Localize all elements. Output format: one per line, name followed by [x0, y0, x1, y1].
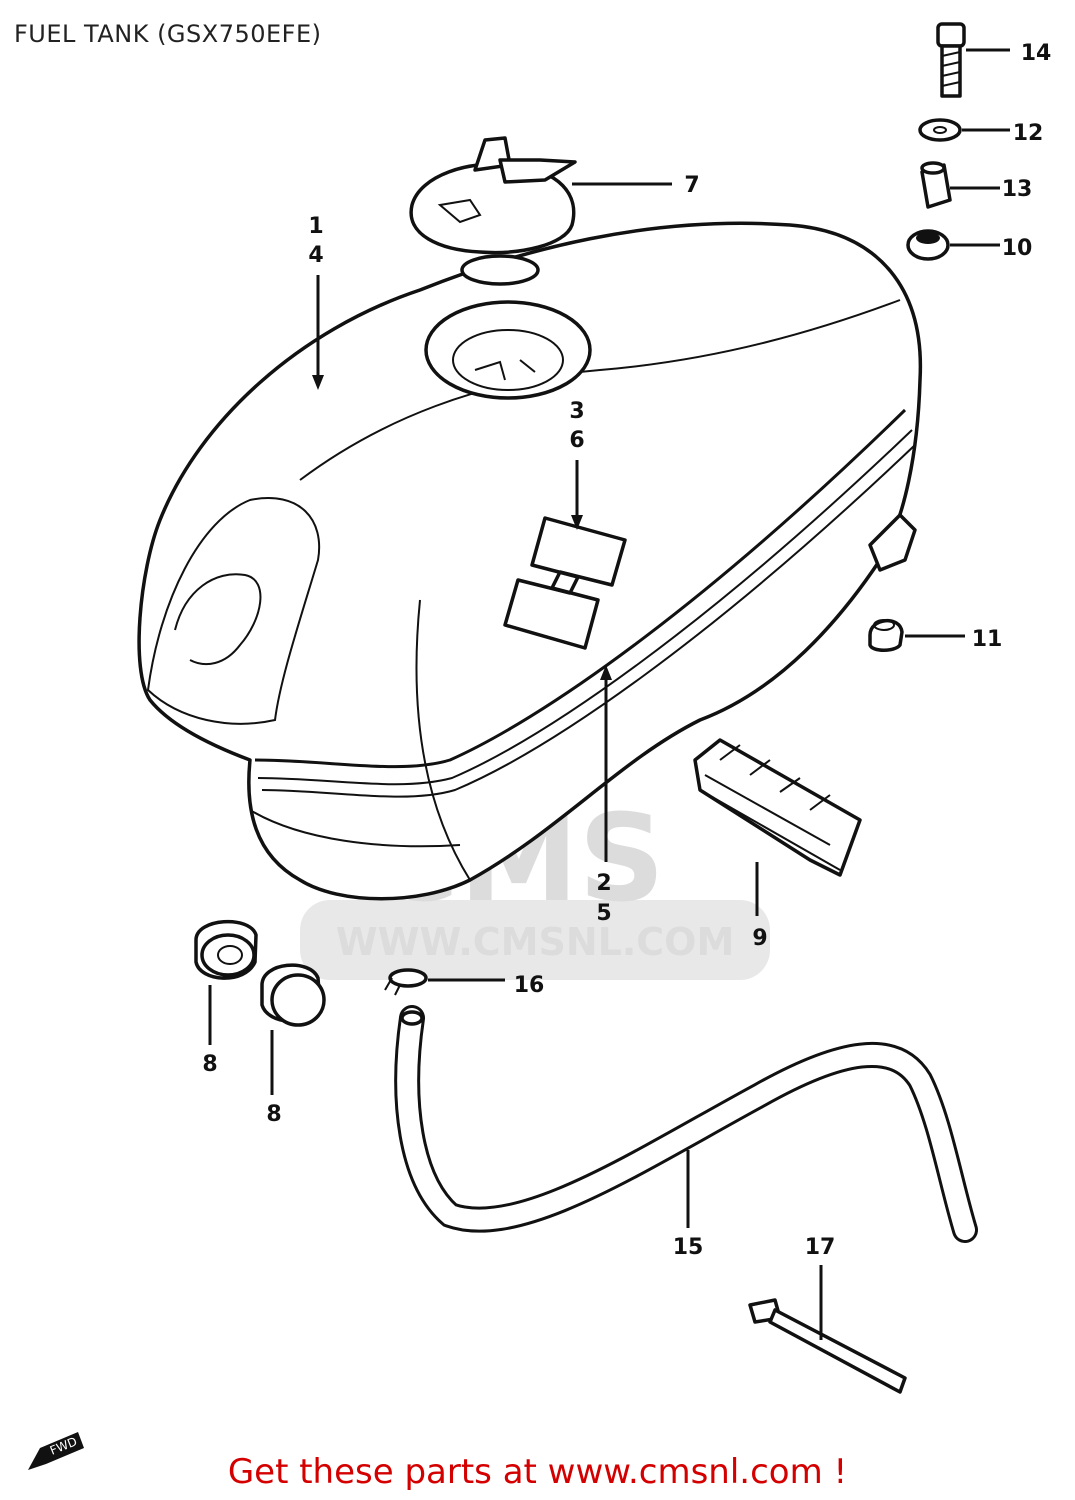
grommet — [868, 618, 904, 652]
callout-11: 11 — [972, 627, 1003, 652]
collar — [920, 161, 952, 209]
callout-1: 1 — [308, 214, 323, 239]
footer-promo: Get these parts at www.cmsnl.com ! — [227, 1452, 848, 1492]
callout-17: 17 — [805, 1235, 836, 1260]
callout-10: 10 — [1002, 236, 1033, 261]
leader-lines — [208, 48, 1010, 1340]
callout-3: 3 — [569, 399, 584, 424]
callout-labels: 1 4 3 6 2 5 7 14 12 13 10 11 9 16 8 8 15… — [202, 41, 1051, 1260]
fuel-tank — [137, 221, 923, 901]
washer — [918, 118, 962, 142]
bolt — [936, 22, 966, 98]
seat-bumper — [693, 738, 862, 877]
fuel-hose — [394, 1005, 978, 1243]
fuel-cap — [409, 136, 577, 286]
callout-8a: 8 — [202, 1052, 217, 1077]
diagram-title: FUEL TANK (GSX750EFE) — [14, 20, 322, 48]
callout-14: 14 — [1021, 41, 1052, 66]
callout-5: 5 — [596, 901, 611, 926]
callout-8b: 8 — [266, 1102, 281, 1127]
tank-cushion-a — [194, 920, 258, 980]
callout-4: 4 — [308, 243, 323, 268]
cable-tie — [748, 1298, 907, 1394]
callout-12: 12 — [1013, 121, 1044, 146]
callout-15: 15 — [673, 1235, 704, 1260]
callout-7: 7 — [684, 173, 699, 198]
tank-emblem — [503, 516, 627, 650]
callout-9: 9 — [752, 926, 767, 951]
callout-13: 13 — [1002, 177, 1033, 202]
cushion — [906, 229, 950, 261]
hose-clamp — [384, 968, 428, 996]
watermark-url: WWW.CMSNL.COM — [336, 920, 735, 964]
tank-cushion-b — [260, 963, 326, 1027]
callout-2: 2 — [596, 871, 611, 896]
callout-16: 16 — [514, 973, 545, 998]
callout-6: 6 — [569, 428, 584, 453]
